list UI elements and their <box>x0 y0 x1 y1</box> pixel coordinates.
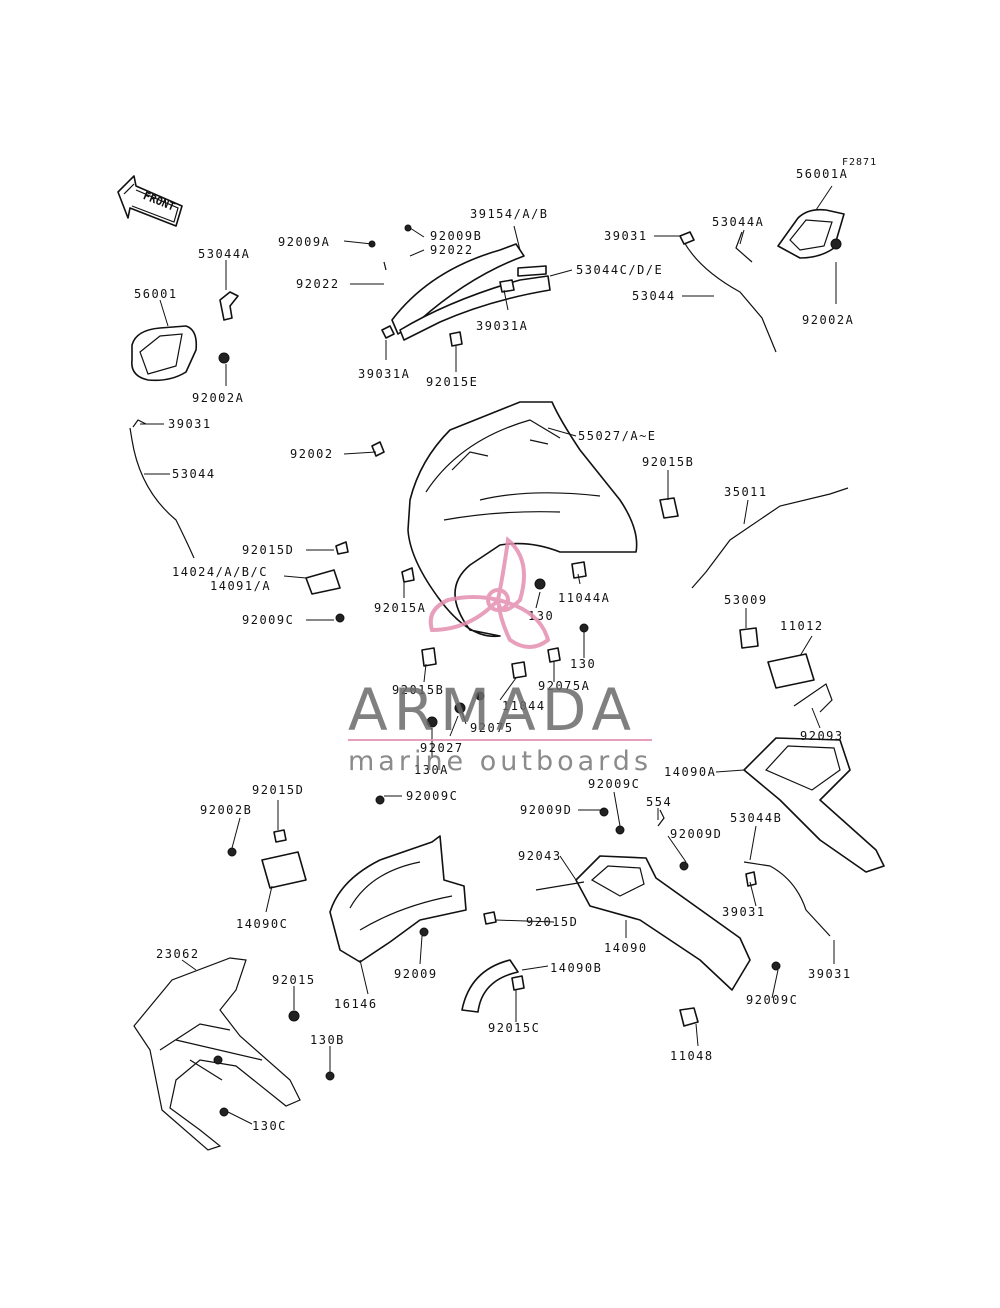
part-label: 14090 <box>604 941 648 955</box>
watermark-tagline: marine outboards <box>348 746 652 777</box>
part-label: 92015 <box>272 973 316 987</box>
part-label: 130 <box>570 657 596 671</box>
part-labels: 56001A 39154/A/B 92009B 92022 92009A 920… <box>134 167 854 1133</box>
part-label: 39031 <box>604 229 648 243</box>
part-label: 92015D <box>252 783 304 797</box>
front-arrow-icon: FRONT <box>117 175 183 227</box>
part-label: 14091/A <box>210 579 271 593</box>
bracket-14090a-part <box>743 737 885 873</box>
part-label: 92015C <box>488 1021 540 1035</box>
part-label: 92022 <box>296 277 340 291</box>
part-label: 53044A <box>712 215 764 229</box>
part-label: 92009C <box>242 613 294 627</box>
part-label: 39154/A/B <box>470 207 549 221</box>
meter-cover-part <box>329 795 497 963</box>
part-label: 92043 <box>518 849 562 863</box>
part-label: 53044 <box>172 467 216 481</box>
part-label: 92015B <box>642 455 694 469</box>
mirror-right-part <box>777 208 845 259</box>
watermark: ARMADA marine outboards <box>348 536 652 777</box>
propeller-logo-icon <box>428 536 551 649</box>
diagram-ref-code: F2871 <box>842 157 877 168</box>
part-label: 53044 <box>632 289 676 303</box>
cable-53044b-part <box>743 861 831 937</box>
part-label: 11044A <box>558 591 610 605</box>
cable-left-part <box>129 419 195 559</box>
part-label: 92009C <box>588 777 640 791</box>
part-label: 92015D <box>526 915 578 929</box>
part-label: 92015E <box>426 375 478 389</box>
part-label: 92075 <box>470 721 514 735</box>
part-label: 92075A <box>538 679 590 693</box>
part-label: 56001 <box>134 287 178 301</box>
part-label: 39031 <box>168 417 212 431</box>
fuse-box-part <box>739 627 833 713</box>
part-label: 92015D <box>242 543 294 557</box>
part-label: 14090C <box>236 917 288 931</box>
part-label: 39031A <box>476 319 528 333</box>
part-label: 92009A <box>278 235 330 249</box>
bracket-14090-part <box>535 807 781 1027</box>
rod-part <box>691 487 849 589</box>
part-label: 92027 <box>420 741 464 755</box>
bracket-14090c-part <box>227 829 307 889</box>
part-label: 92009C <box>746 993 798 1007</box>
part-label: 11044 <box>502 699 546 713</box>
part-label: 55027/A~E <box>578 429 657 443</box>
part-label: 11048 <box>670 1049 714 1063</box>
part-label: 14090A <box>664 765 716 779</box>
part-label: 35011 <box>724 485 768 499</box>
leader-lines <box>140 185 837 1125</box>
part-label: 92009B <box>430 229 482 243</box>
part-label: 130A <box>414 763 449 777</box>
mirror-left-part <box>131 325 230 382</box>
part-label: 14024/A/B/C <box>172 565 268 579</box>
part-label: 39031 <box>808 967 852 981</box>
part-label: 92015B <box>392 683 444 697</box>
part-label: 92002B <box>200 803 252 817</box>
stay-frame-part <box>133 957 335 1151</box>
part-label: 92002A <box>192 391 244 405</box>
watermark-brand: ARMADA <box>348 676 637 744</box>
part-label: 554 <box>646 795 672 809</box>
part-label: 53009 <box>724 593 768 607</box>
part-label: 11012 <box>780 619 824 633</box>
part-label: 39031A <box>358 367 410 381</box>
part-label: 92002A <box>802 313 854 327</box>
cable-right-part <box>679 231 777 353</box>
part-label: 92015A <box>374 601 426 615</box>
part-label: 16146 <box>334 997 378 1011</box>
part-label: 92009C <box>406 789 458 803</box>
part-label: 39031 <box>722 905 766 919</box>
part-label: 53044A <box>198 247 250 261</box>
mirror-stay-left-part <box>219 291 239 321</box>
part-label: 14090B <box>550 961 602 975</box>
part-label: 53044B <box>730 811 782 825</box>
bracket-14090b-part <box>461 959 525 1013</box>
part-label: 56001A <box>796 167 848 181</box>
part-label: 92022 <box>430 243 474 257</box>
mirror-stay-right-part <box>735 231 753 263</box>
part-label: 130C <box>252 1119 287 1133</box>
part-label: 92002 <box>290 447 334 461</box>
part-label: 92009 <box>394 967 438 981</box>
upper-cowl-part <box>305 401 679 728</box>
part-label: 92009D <box>520 803 572 817</box>
part-label: 92093 <box>800 729 844 743</box>
part-label: 23062 <box>156 947 200 961</box>
part-label: 53044C/D/E <box>576 263 663 277</box>
part-label: 130B <box>310 1033 345 1047</box>
part-label: 92009D <box>670 827 722 841</box>
